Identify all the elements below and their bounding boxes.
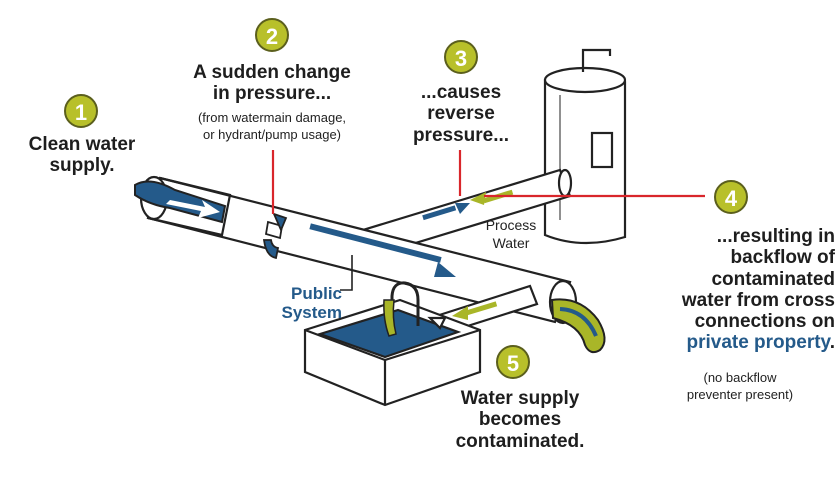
process-flow-arrow-blue-head bbox=[455, 203, 470, 214]
process-flow-arrow-green-head bbox=[470, 192, 486, 205]
step-4-line-last: private property. bbox=[640, 332, 835, 353]
sink-flow-arrow-green bbox=[465, 301, 498, 316]
process-water-label: Process Water bbox=[476, 216, 546, 252]
process-flow-arrow-blue bbox=[422, 205, 457, 221]
step-2-subline: or hydrant/pump usage) bbox=[202, 126, 342, 142]
step-1-badge: 1 bbox=[64, 94, 98, 128]
public-system-line: Public bbox=[290, 284, 342, 303]
step-4-text: ...resulting in backflow of contaminated… bbox=[640, 226, 835, 354]
step-4-subline: preventer present) bbox=[686, 386, 794, 402]
pointer-lines bbox=[271, 150, 705, 214]
process-water-line: Process bbox=[485, 217, 537, 233]
public-system-label: Public System bbox=[262, 284, 342, 322]
contaminated-outflow bbox=[550, 298, 606, 354]
step-5-line: Water supply bbox=[460, 388, 580, 409]
step-4-subline: (no backflow bbox=[703, 370, 777, 385]
main-flow-arrow bbox=[309, 223, 442, 263]
step-4-line: backflow of bbox=[730, 247, 835, 269]
step-4-line: contaminated bbox=[711, 268, 835, 290]
step-3-text: ...causes reverse pressure... bbox=[400, 82, 522, 146]
step-2-subtext: (from watermain damage, or hydrant/pump … bbox=[172, 110, 372, 144]
step-5-badge: 5 bbox=[496, 345, 530, 379]
sink bbox=[303, 281, 482, 407]
step-5-text: Water supply becomes contaminated. bbox=[430, 388, 610, 452]
step-2-badge: 2 bbox=[255, 18, 289, 52]
main-flow-arrow-head bbox=[434, 262, 456, 277]
hydrant-valve bbox=[262, 212, 288, 260]
step-1-line: Clean water bbox=[28, 134, 136, 155]
step-5-line: becomes bbox=[478, 409, 562, 431]
step-1-text: Clean water supply. bbox=[12, 134, 152, 177]
inlet-arrow bbox=[166, 200, 220, 218]
water-tank bbox=[543, 48, 627, 245]
step-2-line: in pressure... bbox=[212, 83, 332, 105]
public-system-leader bbox=[340, 255, 353, 291]
step-3-badge: 3 bbox=[444, 40, 478, 74]
step-4-line: ...resulting in bbox=[716, 226, 835, 247]
public-system-line: System bbox=[281, 303, 342, 323]
step-4-line: connections on bbox=[694, 311, 835, 333]
step-4-subtext: (no backflow preventer present) bbox=[660, 370, 820, 404]
step-2-line: A sudden change bbox=[193, 62, 351, 83]
private-property-highlight: private property bbox=[686, 332, 830, 354]
step-2-text: A sudden change in pressure... bbox=[172, 62, 372, 105]
step-5-line: contaminated. bbox=[455, 430, 585, 452]
sink-flow-arrow-green-head bbox=[452, 306, 468, 320]
step-4-badge: 4 bbox=[714, 180, 748, 214]
step-3-line: pressure... bbox=[412, 124, 510, 146]
step-4-period: . bbox=[829, 332, 835, 354]
process-water-line: Water bbox=[492, 235, 530, 252]
step-3-line: reverse bbox=[427, 103, 495, 125]
step-1-line: supply. bbox=[49, 155, 115, 177]
step-2-subline: (from watermain damage, bbox=[197, 110, 347, 125]
step-3-line: ...causes bbox=[420, 82, 502, 103]
step-4-line: water from cross bbox=[681, 289, 835, 311]
